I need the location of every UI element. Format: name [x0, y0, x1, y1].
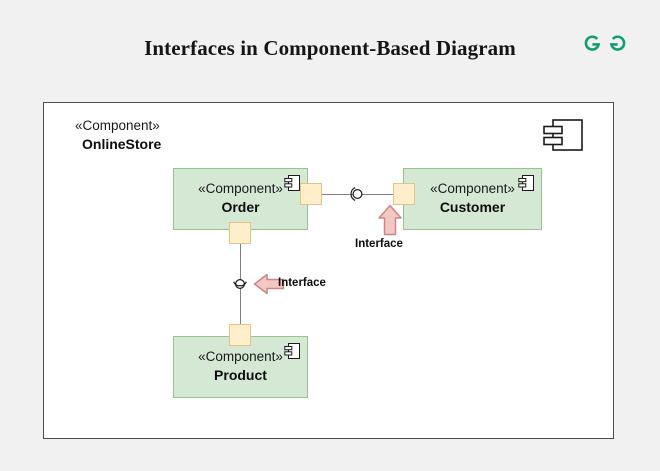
ball-and-socket-icon-order-customer [346, 183, 368, 205]
port-customer-left[interactable] [393, 183, 415, 205]
component-customer-stereotype: «Component» [430, 181, 515, 197]
uml-component-icon [284, 342, 301, 360]
component-order[interactable]: «Component» Order [173, 168, 308, 230]
component-order-stereotype: «Component» [198, 181, 283, 197]
component-product-name: Product [214, 367, 267, 384]
uml-component-icon [541, 117, 585, 153]
component-order-name: Order [221, 199, 260, 216]
uml-component-icon [518, 174, 535, 192]
connector-label-order-product: Interface [278, 277, 326, 289]
outer-component-stereotype: «Component» [75, 118, 160, 133]
component-customer[interactable]: «Component» Customer [403, 168, 542, 230]
arrow-left-icon [253, 273, 285, 300]
port-product-top[interactable] [229, 324, 251, 346]
component-product[interactable]: «Component» Product [173, 336, 308, 398]
component-product-stereotype: «Component» [198, 349, 283, 365]
component-customer-name: Customer [439, 199, 506, 216]
ball-and-socket-icon-order-product [229, 273, 251, 295]
outer-component-name: OnlineStore [82, 135, 162, 152]
port-order-right[interactable] [300, 183, 322, 205]
diagram-panel: «Component» OnlineStore «Component» Orde… [43, 102, 614, 439]
outer-component-header: «Component» OnlineStore [75, 118, 161, 153]
arrow-up-icon [377, 204, 403, 241]
page-title: Interfaces in Component-Based Diagram [144, 36, 516, 60]
uml-component-icon [284, 174, 301, 192]
geeksforgeeks-logo [583, 30, 627, 58]
port-order-bottom[interactable] [229, 222, 251, 244]
connector-label-order-customer: Interface [355, 238, 403, 250]
